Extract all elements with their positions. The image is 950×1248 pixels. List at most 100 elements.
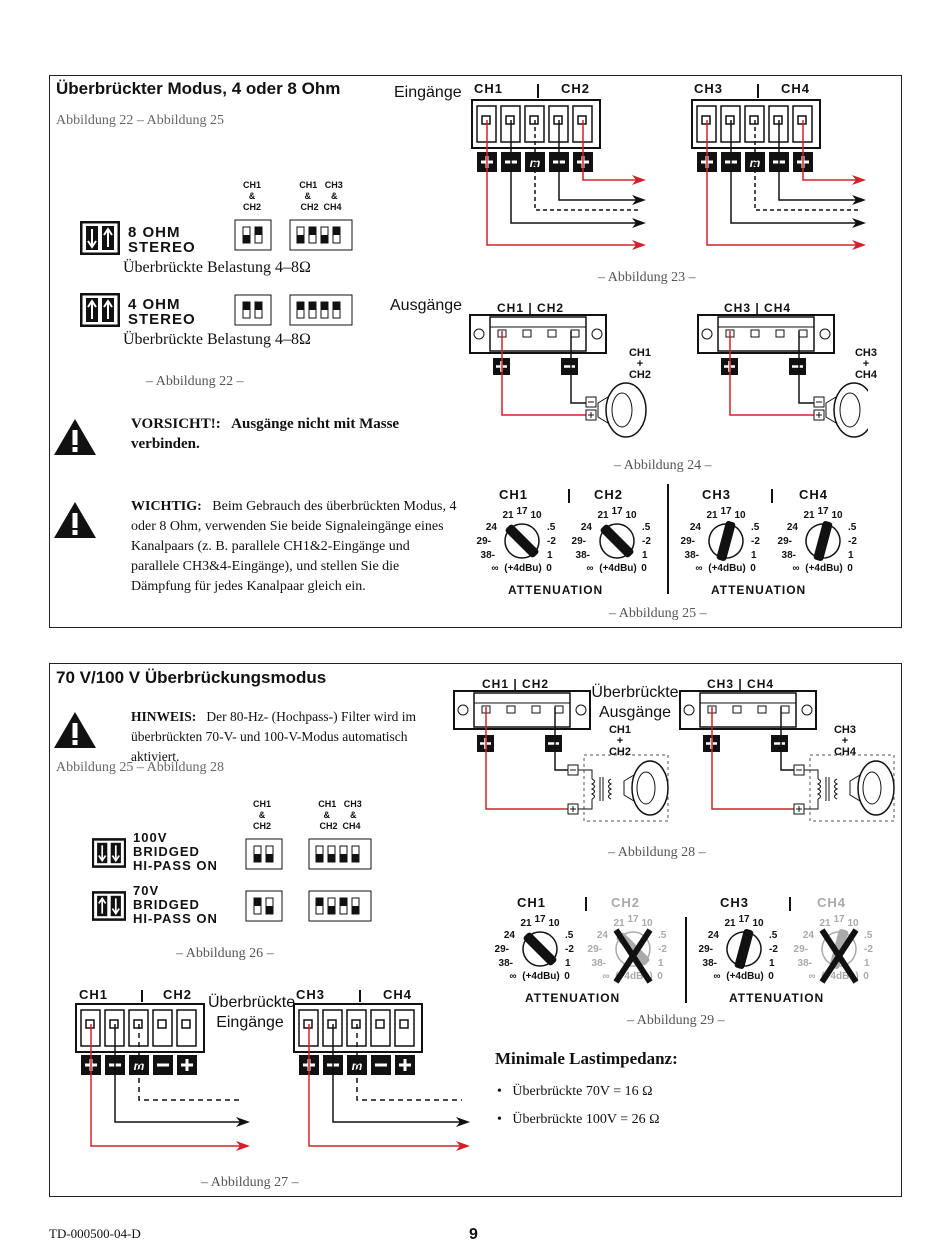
knob-label: 0 [564, 971, 570, 982]
knob-label: -2 [751, 536, 760, 547]
figure-range: Abbildung 22 – Abbildung 25 [56, 113, 225, 128]
knob-dial [726, 929, 762, 969]
knob-label: (+4dBu) [805, 563, 843, 574]
fig22-caption: – Abbildung 22 – [146, 374, 244, 389]
knob-label: 1 [751, 550, 757, 561]
knob-label: 24 [787, 522, 799, 533]
divider [789, 897, 791, 911]
knob-label: (+4dBu) [708, 563, 746, 574]
knob-label: 0 [863, 971, 869, 982]
bridged-outputs-label: Überbrückte Ausgänge [591, 684, 679, 721]
dip-switch-2pos-b [234, 294, 272, 326]
knob-label: (+4dBu) [615, 971, 653, 982]
knob-label: 1 [769, 958, 775, 969]
knob-dial [615, 931, 651, 967]
knob-label: 1 [864, 958, 870, 969]
knob-label: -2 [769, 944, 778, 955]
knob-ch1-label: CH1 [517, 895, 547, 910]
spk2-label: CH3 + CH4 [833, 724, 856, 758]
knob-label: ∞ [713, 971, 720, 982]
knob-label: ∞ [491, 563, 498, 574]
knob-label: 1 [642, 550, 648, 561]
divider [771, 489, 773, 503]
bullet-100v: Überbrückte 100V = 26 Ω [512, 1112, 660, 1127]
dip-switch-icon-2 [80, 293, 120, 327]
important-body: Beim Gebrauch des überbrückten Modus, 4 … [131, 499, 457, 594]
knob-label: 29- [572, 536, 586, 547]
divider [568, 489, 570, 503]
knob-label: 24 [708, 930, 720, 941]
knob-label: 21 [706, 510, 718, 521]
knob-label: .5 [565, 930, 574, 941]
knob-label: 0 [768, 971, 774, 982]
section-title-70v: 70 V/100 V Überbrückungsmodus [56, 668, 327, 687]
knob-label: 0 [847, 563, 853, 574]
ch4-label: CH4 [781, 81, 811, 96]
min-impedance-title: Minimale Lastimpedanz: [495, 1049, 678, 1068]
fig29-caption: – Abbildung 29 – [627, 1013, 725, 1028]
figure-range-2: Abbildung 25 – Abbildung 28 [56, 760, 225, 775]
dip-switch-2pos-b [245, 890, 283, 922]
ch1-label: CH1 [79, 987, 109, 1002]
dip-row2-label: 4 OHM STEREO [128, 296, 196, 328]
svg-text:m: m [134, 1059, 145, 1073]
caution-label: VORSICHT!: [131, 416, 221, 432]
knob-label: 10 [734, 510, 746, 521]
knob-label: ∞ [792, 563, 799, 574]
knob-label: 1 [658, 958, 664, 969]
ch1-label: CH1 [474, 81, 504, 96]
knob-label: 24 [504, 930, 516, 941]
knob-label: .5 [751, 522, 760, 533]
attenuation-label: ATTENUATION [508, 583, 604, 597]
dip-col2-label: CH1 CH3 & & CH2 CH4 [299, 180, 343, 212]
dip-switch-4pos-b [289, 294, 353, 326]
divider [585, 897, 587, 911]
knob-label: 17 [516, 506, 528, 517]
knob-label: 10 [752, 918, 764, 929]
knob-ch4-label: CH4 [799, 487, 829, 502]
knob-label: -2 [565, 944, 574, 955]
inputs-label: Eingänge [394, 84, 462, 101]
knob-label: ∞ [602, 971, 609, 982]
ch3-label: CH3 [296, 987, 326, 1002]
knob-label: 29- [477, 536, 491, 547]
input-connectors-fig23: m [471, 82, 866, 250]
input-connectors-fig27: m [75, 988, 470, 1151]
knob-label: 0 [657, 971, 663, 982]
knob-label: 21 [819, 918, 831, 929]
knob-dial [708, 521, 744, 561]
knob-dial [522, 931, 558, 967]
knob-label: 21 [597, 510, 609, 521]
knob-label: 1 [547, 550, 553, 561]
knob-label: .5 [642, 522, 651, 533]
dip-row1-label: 8 OHM STEREO [128, 224, 196, 256]
knob-label: 21 [520, 918, 532, 929]
section-title-bridged: Überbrückter Modus, 4 oder 8 Ohm [56, 79, 341, 98]
doc-id: TD-000500-04-D [49, 1226, 141, 1241]
knob-label: 10 [548, 918, 560, 929]
knob-label: 10 [831, 510, 843, 521]
dip2-row1-label: 100V BRIDGED HI-PASS ON [133, 830, 218, 873]
dip-switch-icon [92, 891, 126, 921]
knob-label: .5 [848, 522, 857, 533]
knob-label: 24 [690, 522, 702, 533]
knob-ch3-label: CH3 [720, 895, 750, 910]
knob-label: 29- [495, 944, 509, 955]
note-body: Der 80-Hz- (Hochpass-) Filter wird im üb… [131, 709, 416, 764]
warning-icon [54, 502, 96, 538]
attenuation-label: ATTENUATION [711, 583, 807, 597]
dip-switch-4pos [289, 219, 353, 251]
knob-label: (+4dBu) [522, 971, 560, 982]
knob-label: .5 [769, 930, 778, 941]
knob-ch4-label: CH4 [817, 895, 847, 910]
important-text: WICHTIG: Beim Gebrauch des überbrückten … [131, 497, 461, 597]
knob-label: 10 [847, 918, 859, 929]
knob-label: 17 [627, 914, 639, 925]
warning-icon [54, 712, 96, 748]
output-connectors-fig28 [453, 689, 895, 822]
knob-label: 0 [546, 563, 552, 574]
knob-label: 29- [699, 944, 713, 955]
warning-icon [54, 419, 96, 455]
